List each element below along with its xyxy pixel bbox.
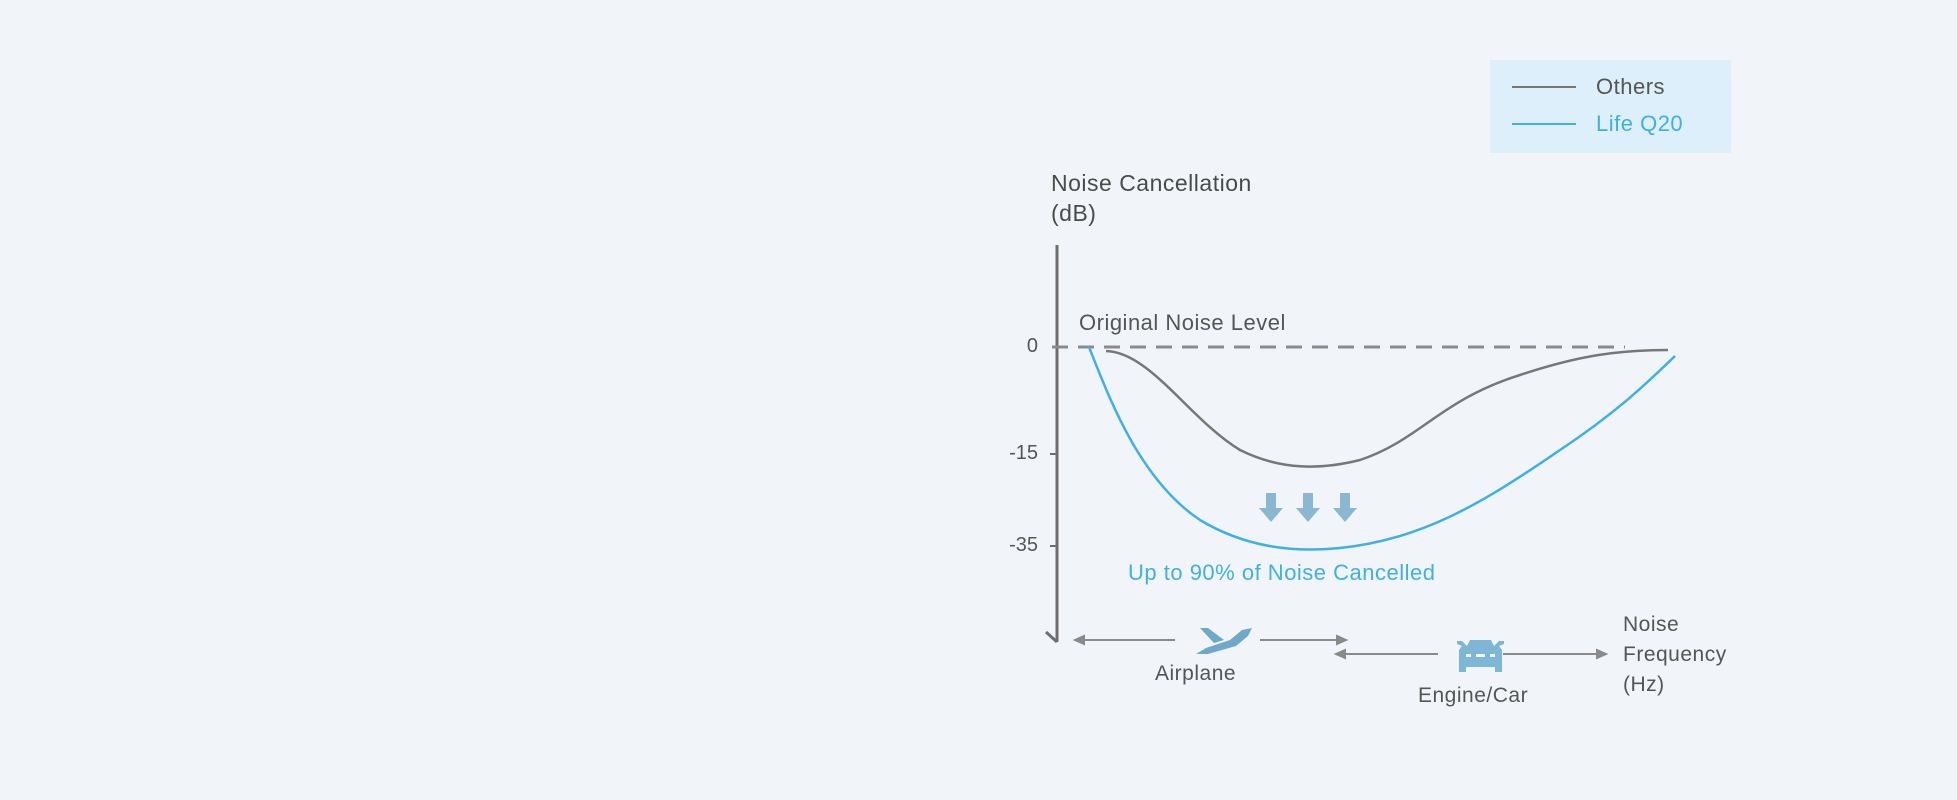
legend-swatch-others — [1512, 86, 1576, 88]
x-axis-title-line1: Noise — [1623, 613, 1680, 636]
series-others-line — [1105, 348, 1669, 468]
noise-cancelled-annotation: Up to 90% of Noise Cancelled — [1128, 560, 1436, 585]
x-axis-title-line2: Frequency — [1623, 643, 1727, 666]
legend-item-life-q20: Life Q20 — [1512, 110, 1683, 138]
x-axis-title-line3: (Hz) — [1623, 673, 1665, 696]
legend-label-life-q20: Life Q20 — [1596, 111, 1684, 136]
legend-item-others: Others — [1512, 73, 1665, 101]
legend-swatch-life-q20 — [1512, 123, 1576, 125]
x-axis-title: Noise Frequency (Hz) — [1623, 610, 1727, 700]
legend-label-others: Others — [1596, 74, 1666, 99]
down-arrow-icon — [1259, 493, 1357, 522]
chart-legend: Others Life Q20 — [1490, 60, 1731, 153]
y-tick-0: 0 — [1026, 335, 1038, 357]
category-engine-car: Engine/Car — [1418, 684, 1529, 707]
category-airplane: Airplane — [1155, 662, 1237, 685]
y-axis-title: Noise Cancellation (dB) — [1051, 168, 1252, 228]
y-axis-title-line1: Noise Cancellation — [1051, 170, 1252, 196]
airplane-icon — [1196, 628, 1252, 654]
y-axis-arrowhead — [1044, 630, 1059, 644]
original-noise-label: Original Noise Level — [1079, 310, 1286, 335]
y-tick-minus-15: -15 — [1009, 442, 1038, 464]
y-axis-title-line2: (dB) — [1051, 200, 1097, 226]
series-life-q20-line — [1087, 346, 1676, 551]
airplane-range-arrow — [1072, 634, 1349, 646]
y-tick-minus-35: -35 — [1009, 534, 1038, 556]
engine-car-range-arrow — [1333, 648, 1609, 660]
car-icon — [1457, 640, 1504, 672]
